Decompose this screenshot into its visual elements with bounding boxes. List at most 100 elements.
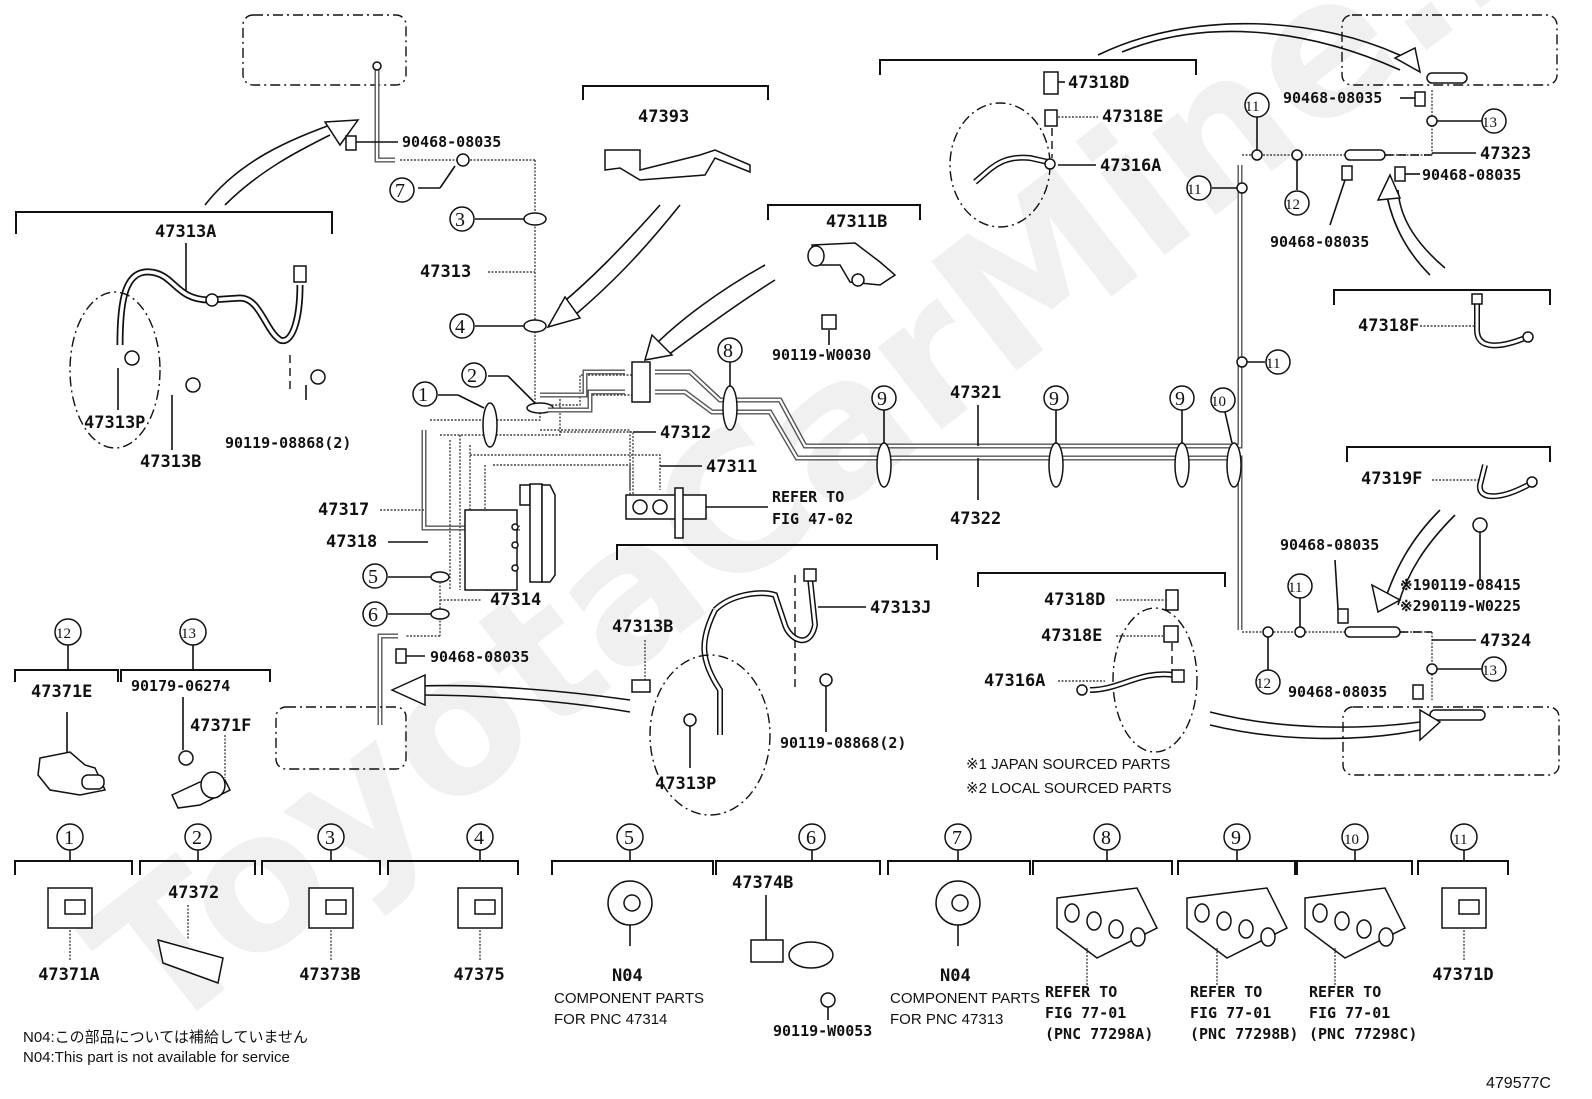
label-90468-08035[interactable]: 90468-08035 <box>1280 536 1379 554</box>
label-47313[interactable]: 47313 <box>420 262 471 282</box>
legend-text[interactable]: REFER TO <box>1190 983 1262 1001</box>
label-47323[interactable]: 47323 <box>1480 144 1531 164</box>
pipe-clamp-icon <box>1186 887 1289 959</box>
callout-9[interactable]: 9 <box>1043 385 1069 411</box>
callout-6[interactable]: 6 <box>362 601 388 627</box>
label-47318E[interactable]: 47318E <box>1041 626 1102 646</box>
callout-1[interactable]: 1 <box>412 381 438 407</box>
legend-text[interactable]: REFER TO <box>1309 983 1381 1001</box>
legend-part-number[interactable]: 47374B <box>732 873 793 893</box>
legend-part-number[interactable]: 47373B <box>299 965 360 985</box>
label-47313B[interactable]: 47313B <box>140 452 201 472</box>
legend-text[interactable]: REFER TO <box>1045 983 1117 1001</box>
label-47313B[interactable]: 47313B <box>612 617 673 637</box>
label-47318F[interactable]: 47318F <box>1358 316 1419 336</box>
label-90468-08035[interactable]: 90468-08035 <box>1288 683 1387 701</box>
svg-text:9: 9 <box>1175 388 1185 410</box>
label-47371E[interactable]: 47371E <box>31 682 92 702</box>
bolt-icon <box>310 369 326 385</box>
legend-text[interactable]: (PNC 77298C) <box>1309 1025 1417 1043</box>
label-90119-W0030[interactable]: 90119-W0030 <box>772 346 871 364</box>
legend-text[interactable]: (PNC 77298A) <box>1045 1025 1153 1043</box>
legend-part-number[interactable]: 47371D <box>1432 965 1493 985</box>
label-47371F[interactable]: 47371F <box>190 716 251 736</box>
legend-part-number[interactable]: 47371A <box>38 965 99 985</box>
label-47313P[interactable]: 47313P <box>655 774 716 794</box>
callout-number: 9 <box>1231 827 1241 849</box>
bolt-icon <box>631 679 651 693</box>
label-90468-08035[interactable]: 90468-08035 <box>1283 89 1382 107</box>
callout-11[interactable]: 11 <box>1287 573 1313 599</box>
callout-12[interactable]: 12 <box>54 618 82 646</box>
svg-text:11: 11 <box>1187 182 1201 198</box>
label-47313J[interactable]: 47313J <box>870 598 931 618</box>
callout-11[interactable]: 11 <box>1244 92 1270 118</box>
callout-12[interactable]: 12 <box>1284 190 1310 216</box>
legend-text[interactable]: FIG 77-01 <box>1045 1004 1126 1022</box>
label-47311[interactable]: 47311 <box>706 457 757 477</box>
legend-bracket <box>387 860 519 875</box>
callout-11[interactable]: 11 <box>1186 175 1212 201</box>
label-90468-08035[interactable]: 90468-08035 <box>1270 233 1369 251</box>
callout-number: 6 <box>806 827 816 849</box>
label-47393[interactable]: 47393 <box>638 107 689 127</box>
clip-icon <box>345 135 357 151</box>
callout-3[interactable]: 3 <box>449 206 475 232</box>
bolt-icon <box>1165 589 1179 611</box>
callout-10[interactable]: 10 <box>1210 387 1236 413</box>
label-47324[interactable]: 47324 <box>1480 631 1531 651</box>
label-47313P[interactable]: 47313P <box>84 413 145 433</box>
legend-part-number[interactable]: 90119-W0053 <box>773 1022 872 1040</box>
label-47318D[interactable]: 47318D <box>1044 590 1105 610</box>
callout-12[interactable]: 12 <box>1255 669 1281 695</box>
label-47321[interactable]: 47321 <box>950 383 1001 403</box>
label-47313A[interactable]: 47313A <box>155 222 216 242</box>
label-47311B[interactable]: 47311B <box>826 212 887 232</box>
legend-part-number[interactable]: 47375 <box>454 965 505 985</box>
label-47314[interactable]: 47314 <box>490 590 541 610</box>
callout-5[interactable]: 5 <box>362 563 388 589</box>
svg-text:11: 11 <box>1245 99 1259 115</box>
label-47322[interactable]: 47322 <box>950 509 1001 529</box>
callout-13[interactable]: 13 <box>1481 656 1507 682</box>
label-90119-W0225[interactable]: ※290119-W0225 <box>1400 597 1521 615</box>
bracket-47311B-icon <box>811 242 897 286</box>
label-47312[interactable]: 47312 <box>660 423 711 443</box>
label-90119-08415[interactable]: ※190119-08415 <box>1400 576 1521 594</box>
label-90468-08035[interactable]: 90468-08035 <box>1422 166 1521 184</box>
legend-n04[interactable]: N04 <box>612 966 643 986</box>
label-47316A[interactable]: 47316A <box>1100 156 1161 176</box>
callout-4[interactable]: 4 <box>449 313 475 339</box>
callout-9[interactable]: 9 <box>1169 385 1195 411</box>
label-90468-08035[interactable]: 90468-08035 <box>402 133 501 151</box>
refer-to-label[interactable]: REFER TO <box>772 488 844 506</box>
callout-13[interactable]: 13 <box>179 618 207 646</box>
callout-7[interactable]: 7 <box>389 177 415 203</box>
legend-text[interactable]: (PNC 77298B) <box>1190 1025 1298 1043</box>
bracket-47393-icon <box>604 149 751 181</box>
label-90179-06274[interactable]: 90179-06274 <box>131 677 230 695</box>
label-47316A[interactable]: 47316A <box>984 671 1045 691</box>
label-47319F[interactable]: 47319F <box>1361 469 1422 489</box>
legend-text[interactable]: FIG 77-01 <box>1190 1004 1271 1022</box>
legend-text[interactable]: FIG 77-01 <box>1309 1004 1390 1022</box>
label-47318E[interactable]: 47318E <box>1102 107 1163 127</box>
label-90468-08035[interactable]: 90468-08035 <box>430 648 529 666</box>
legend-n04[interactable]: N04 <box>940 966 971 986</box>
note-japan-sourced: ※1 JAPAN SOURCED PARTS <box>966 756 1170 773</box>
legend-part-number[interactable]: 47372 <box>168 883 219 903</box>
label-47318D[interactable]: 47318D <box>1068 73 1129 93</box>
abs-actuator-assembly <box>421 374 640 591</box>
callout-2[interactable]: 2 <box>461 362 487 388</box>
fig-47-02-label[interactable]: FIG 47-02 <box>772 510 853 528</box>
label-47318[interactable]: 47318 <box>326 532 377 552</box>
label-90119-08868[interactable]: 90119-08868(2) <box>225 434 351 452</box>
callout-8[interactable]: 8 <box>717 337 743 363</box>
label-47317[interactable]: 47317 <box>318 500 369 520</box>
figure-id: 479577C <box>1486 1075 1551 1092</box>
callout-13[interactable]: 13 <box>1481 108 1507 134</box>
label-90119-08868[interactable]: 90119-08868(2) <box>780 734 906 752</box>
callout-11[interactable]: 11 <box>1265 349 1291 375</box>
callout-9[interactable]: 9 <box>871 385 897 411</box>
